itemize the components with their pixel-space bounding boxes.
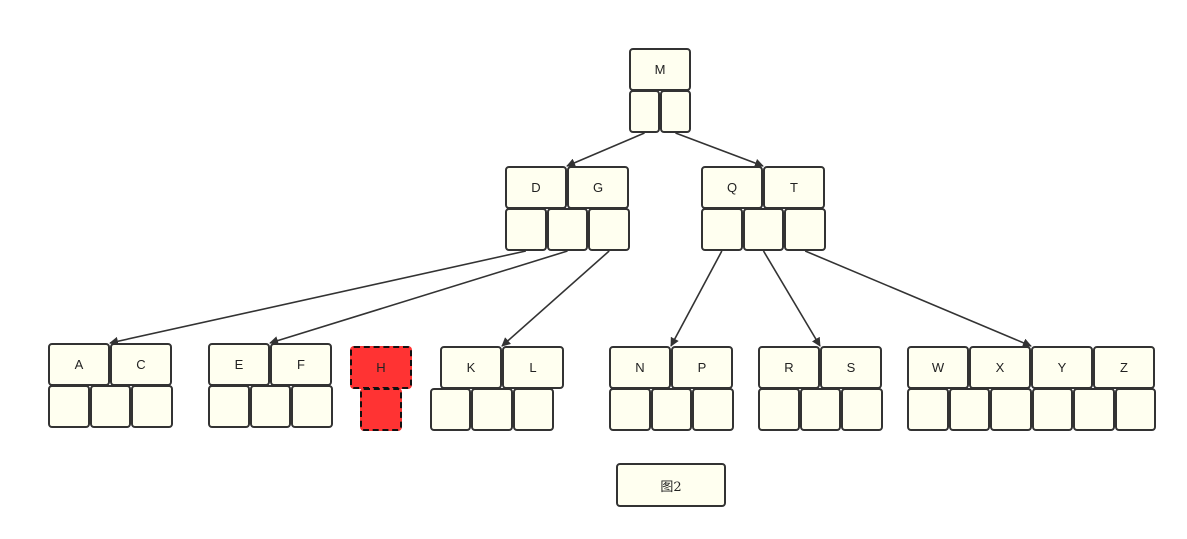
key-cell: X	[969, 346, 1031, 389]
child-pointer-cell	[291, 385, 333, 428]
edge-n-dg-n-ac	[109, 250, 527, 346]
child-pointer-cell	[948, 388, 990, 431]
key-cell: F	[270, 343, 332, 386]
key-cell: W	[907, 346, 969, 389]
edge-n-m-n-dg	[566, 132, 645, 167]
key-cell: P	[671, 346, 733, 389]
key-cell: S	[820, 346, 882, 389]
key-cell: A	[48, 343, 110, 386]
key-cell: N	[609, 346, 671, 389]
key-cell: K	[440, 346, 502, 389]
key-cell: M	[629, 48, 691, 91]
key-cell: C	[110, 343, 172, 386]
figure-caption: 图2	[616, 463, 726, 507]
key-cell: R	[758, 346, 820, 389]
child-pointer-cell	[660, 90, 691, 133]
edge-n-m-n-qt	[675, 132, 764, 168]
child-pointer-cell	[841, 388, 883, 431]
edge-n-dg-n-kl	[501, 250, 610, 347]
child-pointer-cell	[629, 90, 660, 133]
edge-n-qt-n-wz	[804, 250, 1032, 348]
child-pointer-cell	[208, 385, 250, 428]
child-pointer-cell	[609, 388, 651, 431]
child-pointer-cell	[131, 385, 173, 428]
edge-n-dg-n-ef	[269, 250, 568, 345]
key-cell: Y	[1031, 346, 1093, 389]
child-pointer-cell	[546, 208, 589, 251]
child-pointer-cell	[588, 208, 630, 251]
child-pointer-cell	[360, 388, 402, 431]
key-cell: E	[208, 343, 270, 386]
key-cell: Q	[701, 166, 763, 209]
key-cell: Z	[1093, 346, 1155, 389]
key-cell: L	[502, 346, 564, 389]
child-pointer-cell	[249, 385, 292, 428]
child-pointer-cell	[1073, 388, 1115, 431]
child-pointer-cell	[650, 388, 693, 431]
child-pointer-cell	[505, 208, 547, 251]
child-pointer-cell	[1031, 388, 1073, 431]
child-pointer-cell	[1114, 388, 1156, 431]
child-pointer-cell	[907, 388, 949, 431]
child-pointer-cell	[471, 388, 513, 431]
child-pointer-cell	[758, 388, 800, 431]
child-pointer-cell	[48, 385, 90, 428]
edge-n-qt-n-rs	[762, 250, 821, 347]
child-pointer-cell	[784, 208, 826, 251]
key-cell: H	[350, 346, 412, 389]
child-pointer-cell	[701, 208, 743, 251]
child-pointer-cell	[89, 385, 132, 428]
key-cell: G	[567, 166, 629, 209]
child-pointer-cell	[430, 388, 472, 431]
child-pointer-cell	[799, 388, 842, 431]
key-cell: D	[505, 166, 567, 209]
edge-n-qt-n-np	[670, 250, 723, 347]
child-pointer-cell	[742, 208, 785, 251]
child-pointer-cell	[990, 388, 1032, 431]
child-pointer-cell	[512, 388, 554, 431]
key-cell: T	[763, 166, 825, 209]
child-pointer-cell	[692, 388, 734, 431]
